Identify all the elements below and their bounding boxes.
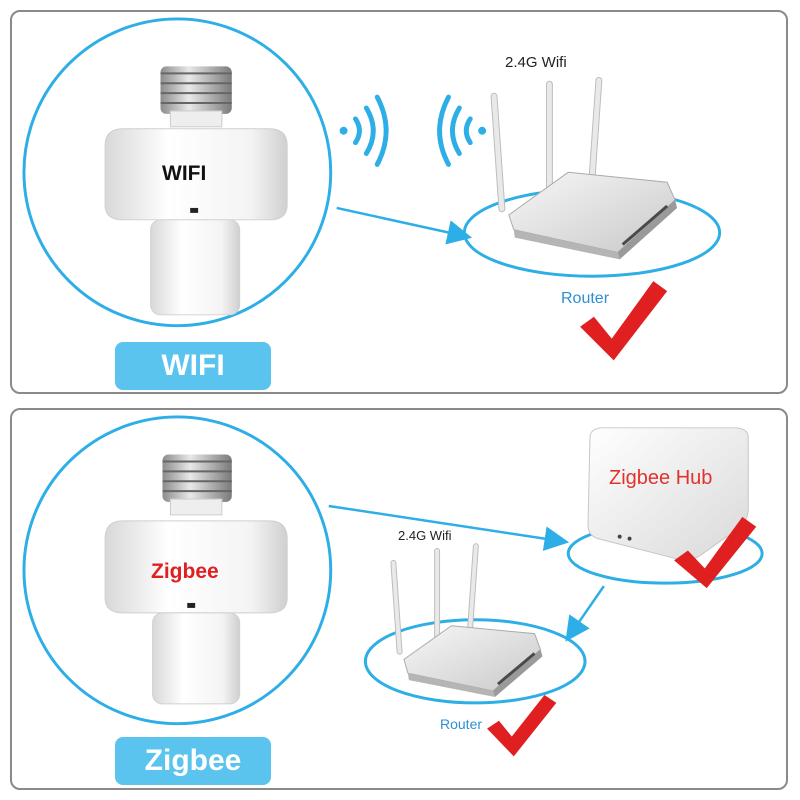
zigbee-diagram xyxy=(22,415,764,757)
router-icon xyxy=(390,543,543,697)
zigbee-panel: Zigbee Zigbee Hub 2.4G Wifi Router Zigbe… xyxy=(10,408,788,790)
hub-label: Zigbee Hub xyxy=(609,467,713,489)
zigbee-hub-icon xyxy=(587,427,749,561)
router-title: 2.4G Wifi xyxy=(505,54,567,71)
arrow-icon xyxy=(565,585,605,642)
router-icon xyxy=(490,76,678,260)
router-caption: Router xyxy=(561,290,610,307)
socket-mode-label: Zigbee xyxy=(151,560,219,583)
socket-mode-label: WIFI xyxy=(162,162,207,185)
arrow-icon xyxy=(336,206,473,245)
light-socket-icon xyxy=(104,454,288,705)
checkmark-icon xyxy=(487,694,557,757)
wifi-signal-icon xyxy=(339,94,487,167)
arrow-icon xyxy=(328,504,570,551)
checkmark-icon xyxy=(580,281,668,361)
wifi-panel: WIFI 2.4G Wifi Router WIFI xyxy=(10,10,788,394)
wifi-diagram xyxy=(22,17,722,361)
mode-pill-zigbee: Zigbee xyxy=(115,737,271,785)
router-title: 2.4G Wifi xyxy=(398,528,452,543)
mode-pill-wifi: WIFI xyxy=(115,342,271,390)
router-caption: Router xyxy=(440,716,483,732)
light-socket-icon xyxy=(104,66,288,316)
checkmark-icon xyxy=(674,516,757,589)
router-ring xyxy=(363,618,587,705)
